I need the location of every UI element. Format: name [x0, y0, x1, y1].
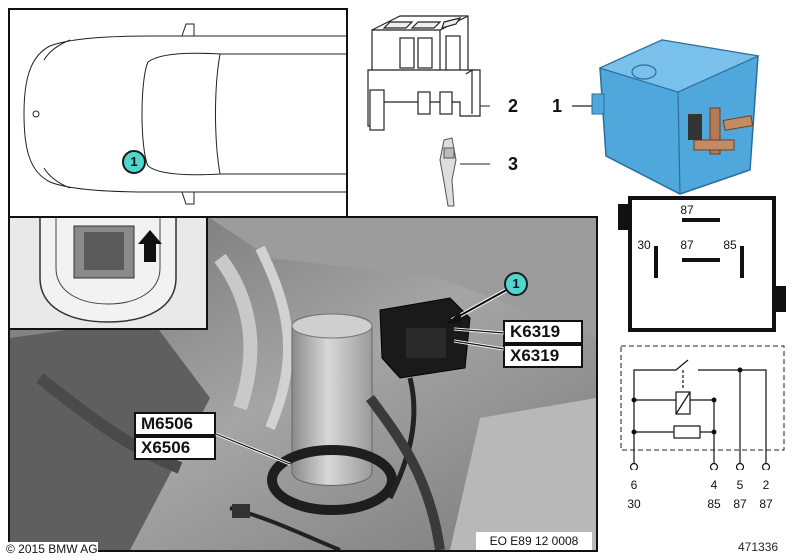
diagram-id: 471336: [738, 540, 779, 554]
schematic-pin-2-terminal: 87: [759, 497, 773, 511]
copyright-text: © 2015 BMW AG: [6, 542, 98, 556]
relay-schematic: [620, 345, 785, 470]
socket-part-number: 2: [508, 96, 519, 116]
relay-socket-drawing: [367, 15, 490, 207]
relay-pinout-box: [618, 196, 786, 332]
schematic-pin-6-number: 6: [630, 478, 638, 492]
schematic-pin-4-terminal: 85: [707, 497, 721, 511]
schematic-pin-5-number: 5: [736, 478, 744, 492]
inset-car-drawing: [39, 218, 177, 323]
schematic-pin-4-number: 4: [710, 478, 718, 492]
car-overview-panel: 1: [8, 8, 348, 220]
motor-connector-label-x6506: X6506: [134, 436, 216, 460]
motor-label-m6506: M6506: [134, 412, 216, 436]
schematic-pin-2-number: 2: [762, 478, 770, 492]
pinout-right-85: 85: [723, 238, 737, 252]
relay-part-number: 1: [552, 96, 563, 116]
schematic-pin-6-terminal: 30: [627, 497, 641, 511]
m6506-leader-line: [215, 432, 291, 466]
pinout-center-87: 87: [680, 238, 694, 252]
relay-part-drawing: [572, 39, 760, 195]
connector-label-x6319: X6319: [503, 344, 583, 368]
pinout-left-30: 30: [637, 238, 651, 252]
terminal-part-number: 3: [508, 154, 519, 174]
schematic-pin-5-terminal: 87: [733, 497, 747, 511]
relay-label-k6319: K6319: [503, 320, 583, 344]
car-overview-callout: 1: [122, 150, 146, 174]
photo-callout-arrow: [446, 286, 511, 324]
installation-photo: [8, 216, 598, 552]
pinout-top-87: 87: [680, 203, 694, 217]
k6319-leader-lines: [453, 327, 505, 351]
photo-callout: 1: [504, 272, 528, 296]
inset-car-view: [10, 218, 208, 330]
car-outline-drawing: [23, 23, 346, 205]
photo-code: EO E89 12 0008: [476, 532, 592, 550]
